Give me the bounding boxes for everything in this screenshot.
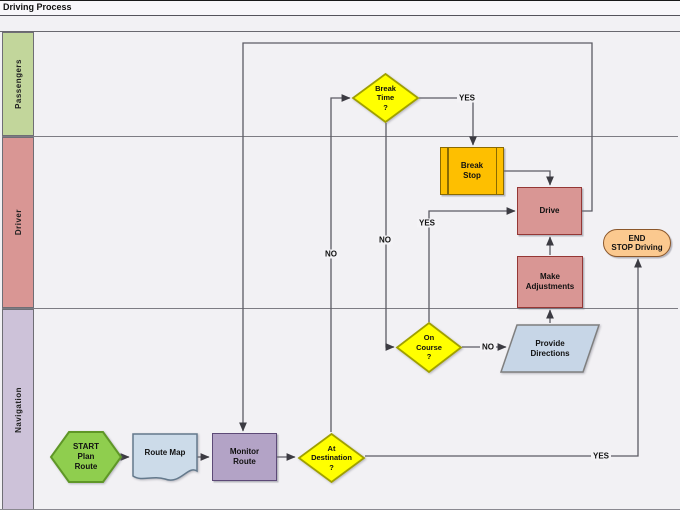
hexagon-shape <box>49 431 123 483</box>
subprocess-stripe-right <box>495 148 497 194</box>
monitor-route-label: Monitor Route <box>229 447 260 466</box>
subprocess-stripe-left <box>447 148 449 194</box>
break-stop-predefined-process[interactable]: Break Stop <box>440 147 504 195</box>
header-strip <box>0 16 680 32</box>
end-label: END STOP Driving <box>611 233 663 252</box>
provide-directions-label: Provide Directions <box>530 338 570 358</box>
lane-label-navigation: Navigation <box>13 386 23 433</box>
diagram-title-bar: Driving Process <box>0 1 680 16</box>
lane-header-driver[interactable]: Driver <box>2 137 34 308</box>
diagram-title: Driving Process <box>3 2 72 12</box>
on-course-decision[interactable]: On Course ? <box>395 321 463 374</box>
make-adjustments-process[interactable]: Make Adjustments <box>517 256 583 308</box>
diamond-shape <box>297 432 366 484</box>
at-destination-label: At Destination ? <box>311 443 352 472</box>
break-time-label: Break Time ? <box>375 83 396 112</box>
label-at-destination-no: NO <box>323 249 339 259</box>
lane-navigation: Navigation <box>2 309 678 509</box>
break-time-decision[interactable]: Break Time ? <box>351 72 420 124</box>
label-at-destination-yes: YES <box>590 451 612 461</box>
start-terminator[interactable]: START Plan Route <box>49 431 123 483</box>
drive-process[interactable]: Drive <box>517 187 582 235</box>
on-course-label: On Course ? <box>416 333 442 362</box>
start-label: START Plan Route <box>72 442 100 471</box>
route-map-label: Route Map <box>144 448 186 457</box>
lane-passengers: Passengers <box>2 32 678 137</box>
drive-label: Drive <box>539 206 560 215</box>
swimlanes: Passengers Driver Navigation <box>2 32 678 509</box>
break-stop-label: Break Stop <box>460 161 484 180</box>
lane-label-driver: Driver <box>13 209 23 236</box>
label-on-course-yes: YES <box>416 218 438 228</box>
label-break-time-no: NO <box>377 235 393 245</box>
make-adjustments-label: Make Adjustments <box>525 272 575 291</box>
end-terminator[interactable]: END STOP Driving <box>603 229 671 257</box>
monitor-route-process[interactable]: Monitor Route <box>212 433 277 481</box>
route-map-document[interactable]: Route Map <box>132 433 198 481</box>
document-shape <box>132 433 198 481</box>
lane-header-navigation[interactable]: Navigation <box>2 309 34 509</box>
lane-label-passengers: Passengers <box>13 59 23 109</box>
label-on-course-no: NO <box>480 342 496 352</box>
label-break-time-yes: YES <box>456 93 478 103</box>
lane-header-passengers[interactable]: Passengers <box>2 32 34 136</box>
at-destination-decision[interactable]: At Destination ? <box>297 432 366 484</box>
provide-directions-io[interactable]: Provide Directions <box>499 324 601 373</box>
